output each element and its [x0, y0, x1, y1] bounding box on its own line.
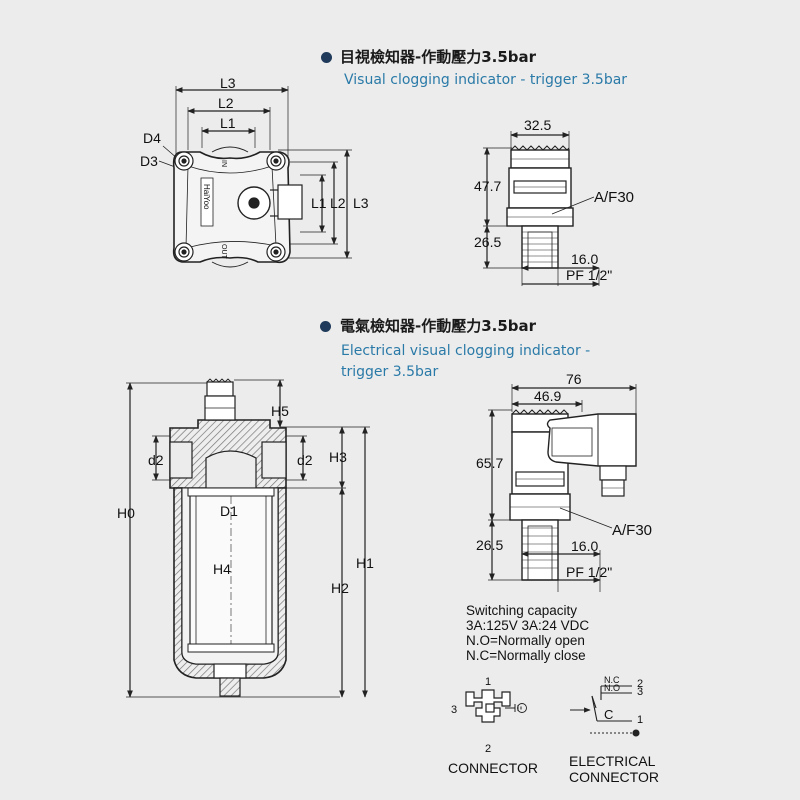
visual-indicator-labels: 32.5 47.7 26.5 A/F30 16.0 PF 1/2": [474, 117, 634, 283]
port-out-label: OUT: [220, 244, 227, 260]
dim-l1-label: L1: [220, 115, 236, 131]
thread-dia-label-electrical: 16.0: [571, 538, 598, 554]
top-view: [158, 86, 352, 268]
pin-1-label: 1: [485, 676, 491, 688]
bullet-icon: [320, 321, 331, 332]
electrical-connector-diagram: [570, 685, 640, 737]
side-l3-label: L3: [353, 195, 369, 211]
electrical-indicator-title-en-line2: trigger 3.5bar: [341, 364, 439, 380]
stem-26-5-label: 26.5: [474, 234, 501, 250]
width-46-9-label: 46.9: [534, 388, 561, 404]
electrical-connector-caption-2: CONNECTOR: [569, 769, 659, 785]
section-view: [126, 378, 370, 698]
terminal-3-label: 3: [637, 686, 643, 698]
electrical-indicator-drawing: [488, 384, 637, 592]
thread-pf-label-electrical: PF 1/2": [566, 564, 612, 580]
pin-2-label: 2: [485, 743, 491, 755]
normally-open-note: N.O=Normally open: [466, 633, 585, 648]
h2-label: H2: [331, 580, 349, 596]
h0-label: H0: [117, 505, 135, 521]
connector-caption: CONNECTOR: [448, 760, 538, 776]
connector-labels: 1 3 2 CONNECTOR: [448, 676, 538, 776]
h1-label: H1: [356, 555, 374, 571]
height-65-7-label: 65.7: [476, 455, 503, 471]
switching-capacity-values: 3A:125V 3A:24 VDC: [466, 618, 590, 633]
thread-pf-label: PF 1/2": [566, 267, 612, 283]
electrical-indicator-title-zh: 電氣檢知器-作動壓力3.5bar: [340, 317, 537, 335]
d2-left-label: d2: [148, 452, 164, 468]
thread-dia-label: 16.0: [571, 251, 598, 267]
side-l1-label: L1: [311, 195, 327, 211]
pin-3-label: 3: [451, 704, 457, 716]
port-in-label: IN: [220, 160, 227, 167]
height-47-7-label: 47.7: [474, 178, 501, 194]
af30-label-electrical: A/F30: [612, 522, 652, 539]
stem-26-5-label-electrical: 26.5: [476, 537, 503, 553]
dim-d4-label: D4: [143, 130, 161, 146]
switching-capacity-heading: Switching capacity: [466, 603, 578, 618]
visual-indicator-title-en: Visual clogging indicator - trigger 3.5b…: [344, 72, 628, 88]
d1-label: D1: [220, 503, 238, 519]
electrical-indicator-labels: 76 46.9 65.7 A/F30 26.5 16.0 PF 1/2": [476, 371, 652, 580]
terminal-1-label: 1: [637, 714, 643, 726]
terminal-2-label: 2: [637, 678, 643, 690]
connector-diagram: [465, 689, 527, 723]
common-c-label: C: [604, 707, 613, 722]
section-view-labels: H0 H1 H2 H3 H4 H5 D1 d2 d2: [117, 403, 374, 596]
h4-label: H4: [213, 561, 231, 577]
af30-label: A/F30: [594, 189, 634, 206]
electrical-indicator-title-en-line1: Electrical visual clogging indicator -: [341, 343, 591, 359]
dim-l2-label: L2: [218, 95, 234, 111]
dim-d3-label: D3: [140, 153, 158, 169]
width-32-5-label: 32.5: [524, 117, 551, 133]
top-view-labels: L3 L2 L1 D4 D3 L1 L2 L3 IN OUT HaiYoo: [140, 75, 369, 260]
nc-label: N.C: [604, 675, 620, 685]
h5-label: H5: [271, 403, 289, 419]
visual-indicator-drawing: [483, 131, 600, 287]
side-l2-label: L2: [330, 195, 346, 211]
switching-notes: Switching capacity 3A:125V 3A:24 VDC N.O…: [466, 603, 589, 663]
normally-close-note: N.C=Normally close: [466, 648, 586, 663]
bullet-icon: [321, 52, 332, 63]
d2-right-label: d2: [297, 452, 313, 468]
brand-label: HaiYoo: [202, 184, 211, 210]
h3-label: H3: [329, 449, 347, 465]
electrical-connector-caption-1: ELECTRICAL: [569, 753, 656, 769]
electrical-connector-labels: N.C N.O 2 3 C 1 ELECTRICAL CONNECTOR: [569, 675, 659, 785]
no-label: N.O: [604, 683, 620, 693]
visual-indicator-title-zh: 目視檢知器-作動壓力3.5bar: [340, 48, 537, 66]
width-76-label: 76: [566, 371, 582, 387]
dim-l3-label: L3: [220, 75, 236, 91]
